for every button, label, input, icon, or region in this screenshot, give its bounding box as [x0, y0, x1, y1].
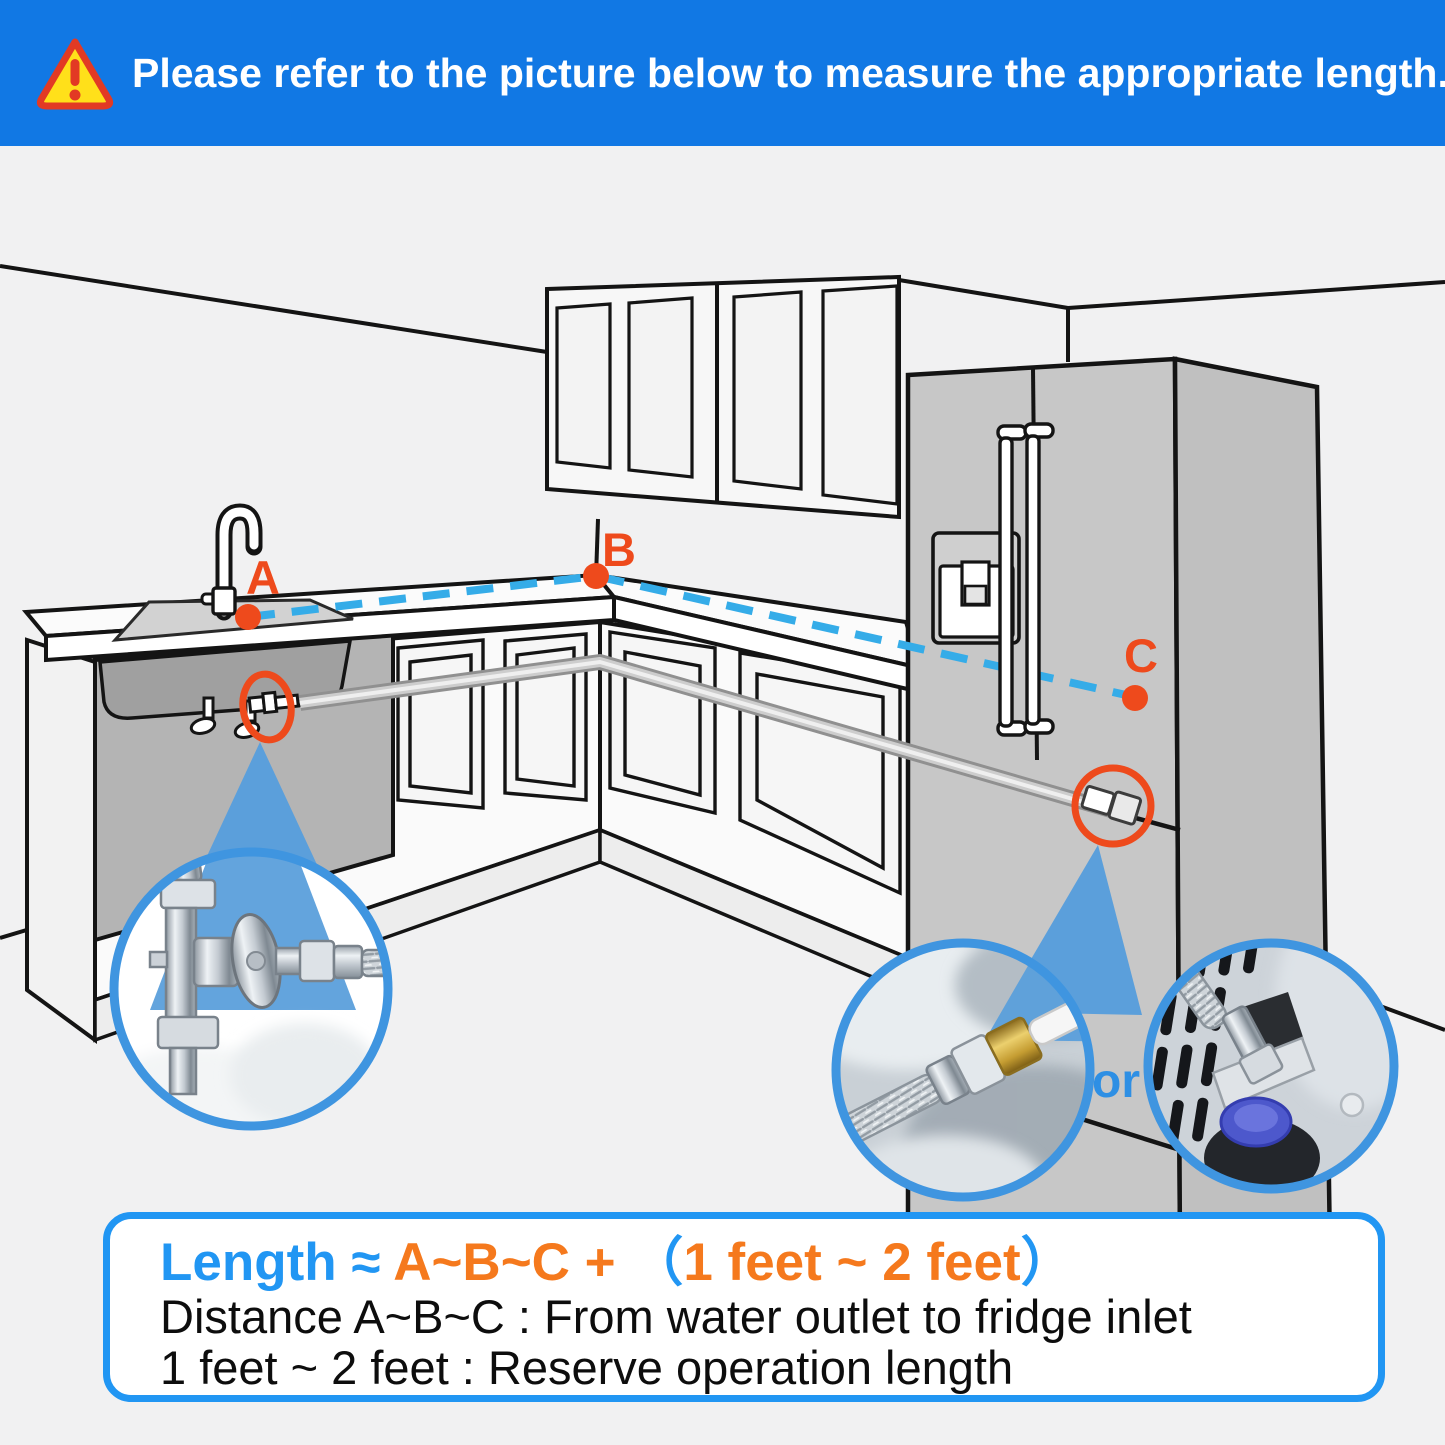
- warning-triangle-icon: [36, 38, 114, 110]
- or-label: or: [1092, 1055, 1140, 1108]
- formula-paren-open: （: [630, 1233, 684, 1292]
- cabinet-door: [627, 296, 694, 479]
- water-line-tube: [298, 654, 1143, 826]
- upper-cabinets: [545, 274, 901, 520]
- banner-text: Please refer to the picture below to mea…: [132, 49, 1445, 96]
- formula-length: Length ≈: [160, 1233, 394, 1292]
- cabinet-side-panel: [25, 637, 97, 1044]
- dashed-measure-line: [247, 571, 1136, 701]
- highlight-circle-fridge-connector: [1071, 764, 1155, 848]
- white-tube: [1028, 987, 1090, 1046]
- cabinet-door-inset: [623, 649, 702, 798]
- point-b-dot: [583, 563, 609, 589]
- length-formula-box: Length ≈ A~B~C + （1 feet ~ 2 feet） Dista…: [103, 1212, 1385, 1402]
- formula-line: Length ≈ A~B~C + （1 feet ~ 2 feet）: [160, 1233, 1378, 1292]
- fridge-handle: [998, 436, 1014, 728]
- highlight-ellipse-sink-valve: [239, 670, 295, 744]
- point-c-dot: [1122, 685, 1148, 711]
- right-wall-ceiling-line: [1067, 280, 1445, 310]
- point-b-label: B: [602, 523, 636, 576]
- cabinet-door-inset: [515, 646, 576, 788]
- cabinet-door: [821, 284, 899, 506]
- cabinet-door-inset: [755, 671, 885, 871]
- fridge-handle: [1025, 434, 1041, 726]
- fridge-handles: [996, 422, 1055, 737]
- faucet: [200, 503, 263, 621]
- cabinet-door: [555, 302, 612, 470]
- reserve-explanation: 1 feet ~ 2 feet : Reserve operation leng…: [160, 1341, 1014, 1395]
- measure-points: A B C: [235, 523, 1158, 711]
- faucet-base: [211, 586, 237, 616]
- cabinet-door: [732, 290, 803, 491]
- point-c-label: C: [1124, 629, 1158, 682]
- distance-explanation: Distance A~B~C : From water outlet to fr…: [160, 1290, 1192, 1344]
- fridge-enclosure-top-edge: [898, 278, 1069, 310]
- tube-fridge-connector: [1080, 784, 1143, 826]
- point-a-label: A: [246, 551, 280, 604]
- valve-handle: [189, 717, 217, 735]
- callout-ring: [109, 847, 393, 1131]
- formula-paren-close: ）: [1020, 1233, 1074, 1292]
- callout-fridge-hose: [831, 938, 1095, 1202]
- water-dispenser: [931, 531, 1021, 645]
- warning-banner: Please refer to the picture below to mea…: [0, 0, 1445, 146]
- callout-fridge-back-inlet: [1143, 938, 1399, 1194]
- rivet: [1339, 1092, 1365, 1118]
- point-a-dot: [235, 604, 261, 630]
- formula-range: 1 feet ~ 2 feet: [683, 1233, 1021, 1292]
- callout-ring: [831, 938, 1095, 1202]
- left-wall-ceiling-line: [0, 264, 548, 354]
- formula-abc: A~B~C +: [393, 1233, 631, 1292]
- cabinet-door-inset: [408, 653, 473, 795]
- callout-ring: [1143, 938, 1399, 1194]
